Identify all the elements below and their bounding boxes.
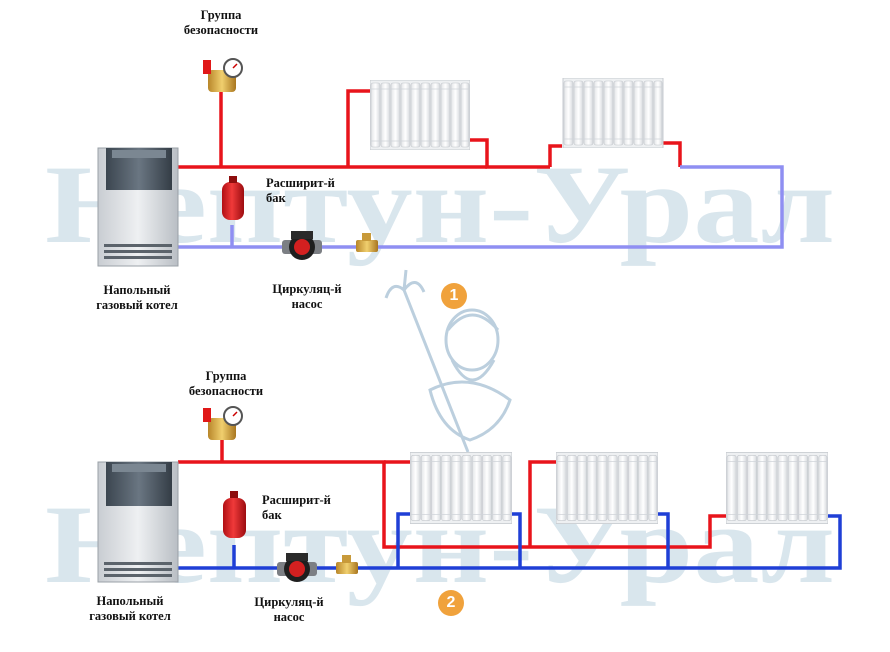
boiler-1 [97,147,179,267]
neptune-logo-icon [384,269,512,453]
boiler-label-1: Напольный газовый котел [96,283,178,312]
safety-group-label-2: Группа безопасности [188,369,264,398]
boiler-2 [97,461,179,583]
expansion-tank-label-2: Расширит-й бак [262,493,331,522]
filter-valve-icon-2 [336,555,358,574]
radiator-2c [726,452,828,524]
pump-label-2: Циркуляц-й насос [254,595,324,624]
scheme-number-badge-1: 1 [441,283,467,309]
radiator-1a [370,80,470,150]
radiator-2b [556,452,658,524]
safety-group-label-1: Группа безопасности [183,8,259,37]
radiator-1b [562,78,664,148]
circulation-pump-icon-1 [282,231,322,260]
circulation-pump-icon-2 [277,553,317,582]
return-pipes-1 [178,165,784,249]
filter-valve-icon-1 [356,233,378,252]
expansion-tank-label-1: Расширит-й бак [266,176,335,205]
supply-pipes-2 [178,440,726,549]
scheme-number-badge-2: 2 [438,590,464,616]
boiler-label-2: Напольный газовый котел [89,594,171,623]
expansion-tank-1 [222,176,244,220]
return-pipes-2 [178,512,842,570]
pump-label-1: Циркуляц-й насос [272,282,342,311]
expansion-tank-2 [223,491,246,538]
safety-group-icon-1 [203,58,243,92]
radiator-2a [410,452,512,524]
supply-pipes-1 [178,89,682,169]
safety-group-icon-2 [203,406,243,440]
